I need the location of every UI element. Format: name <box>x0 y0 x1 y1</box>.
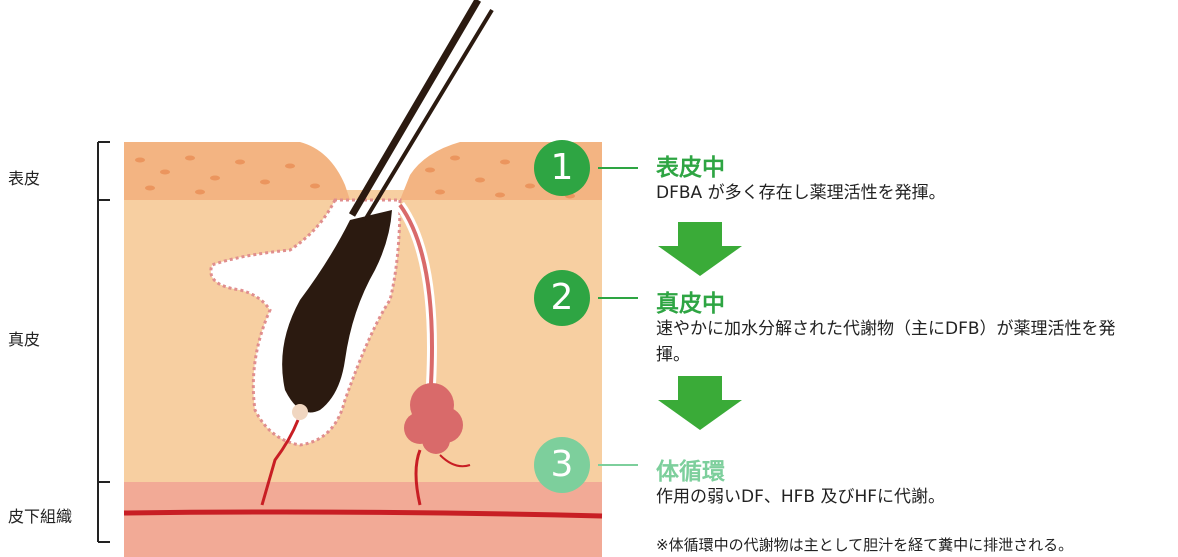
step-2-description: 速やかに加水分解された代謝物（主にDFB）が薬理活性を発揮。 <box>656 316 1136 368</box>
step-2-connector <box>598 297 638 299</box>
step-3-connector <box>598 464 638 466</box>
epidermis-label: 表皮 <box>8 165 40 189</box>
step-2-badge: 2 <box>534 270 590 326</box>
step-3-description: 作用の弱いDF、HFB 及びHFに代謝。 <box>656 484 1156 510</box>
step-3-badge: 3 <box>534 437 590 493</box>
hair-papilla <box>292 404 308 420</box>
dermis-label: 真皮 <box>8 326 40 350</box>
epidermis-layer <box>124 142 350 200</box>
layer-bracket <box>98 142 110 542</box>
step-2-title: 真皮中 <box>656 284 725 318</box>
step-3-title: 体循環 <box>656 452 725 486</box>
down-arrow-icon-2 <box>658 376 742 430</box>
step-1-connector <box>598 167 638 169</box>
down-arrow-icon <box>658 222 742 276</box>
footnote: ※体循環中の代謝物は主として胆汁を経て糞中に排泄される。 <box>656 534 1073 555</box>
step-1-badge: 1 <box>534 140 590 196</box>
step-1-title: 表皮中 <box>656 148 725 182</box>
step-1-description: DFBA が多く存在し薬理活性を発揮。 <box>656 180 1156 206</box>
subcutis-label: 皮下組織 <box>8 503 72 527</box>
